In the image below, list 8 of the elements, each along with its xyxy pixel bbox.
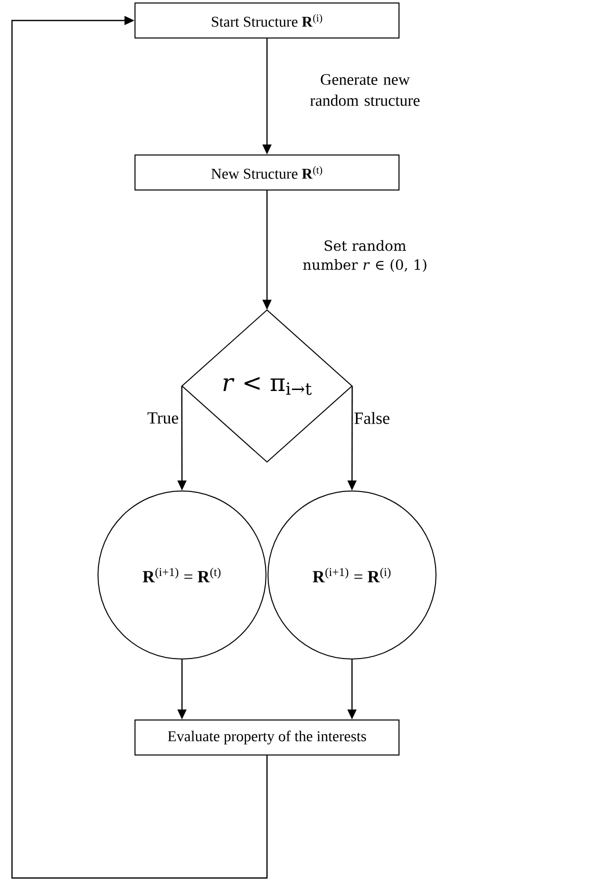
arrow (11, 16, 268, 879)
edge-label: Generate new random structure (310, 74, 420, 106)
process-box: Start Structure R$^{(i)}$ (134, 2, 400, 38)
edge-label: True (148, 412, 178, 424)
process-box: Evaluate property of the interests (134, 720, 400, 756)
edge-label: False (354, 412, 390, 424)
edge-label: Set random number r ∈ (0, 1) (303, 240, 426, 272)
process-box: New Structure R$^{(t)}$ (134, 154, 400, 190)
